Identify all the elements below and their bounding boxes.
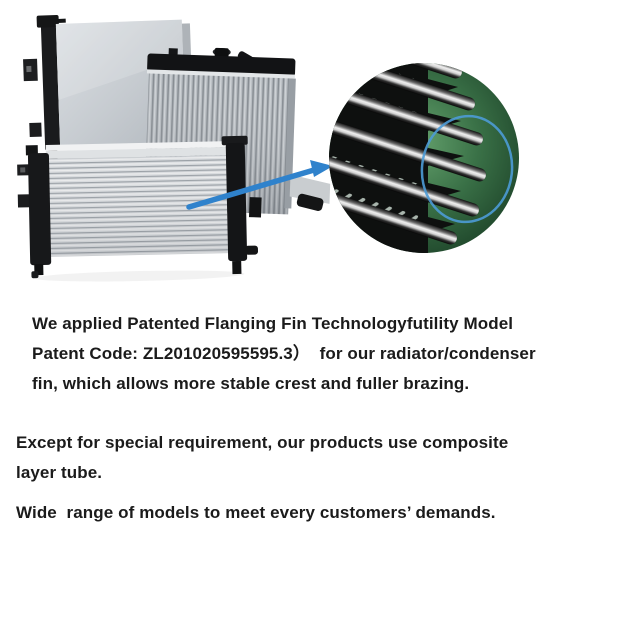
text-line: layer tube. bbox=[16, 463, 103, 482]
magnify-arrow-icon bbox=[186, 160, 333, 210]
text-line: Patent Code: ZL201020595595.3） for our r… bbox=[32, 344, 536, 363]
fin-detail-photo bbox=[329, 63, 519, 253]
model-range-paragraph: Wide range of models to meet every custo… bbox=[16, 498, 496, 528]
text-line: fin, which allows more stable crest and … bbox=[32, 374, 470, 393]
text-line: Wide range of models to meet every custo… bbox=[16, 503, 496, 522]
fin-tubes bbox=[329, 63, 487, 245]
radiator-front bbox=[17, 135, 259, 282]
composite-tube-paragraph: Except for special requirement, our prod… bbox=[16, 428, 508, 488]
highlight-ellipse-icon bbox=[420, 114, 514, 224]
product-photo-collage bbox=[17, 14, 519, 282]
text-line: We applied Patented Flanging Fin Technol… bbox=[32, 314, 514, 333]
text-line: Except for special requirement, our prod… bbox=[16, 433, 509, 452]
patent-paragraph: We applied Patented Flanging Fin Technol… bbox=[32, 309, 536, 399]
